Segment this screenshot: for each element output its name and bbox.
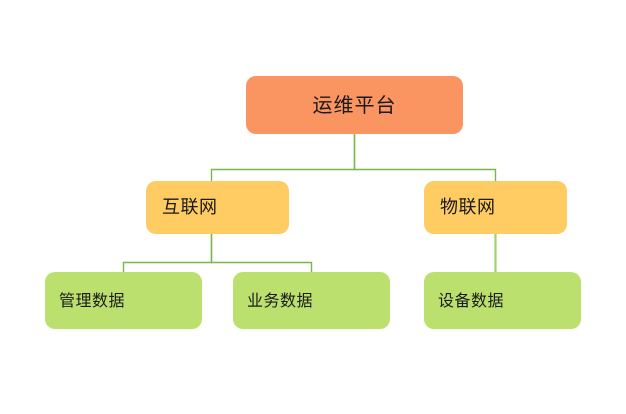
node-iot-label: 物联网 [440,196,496,218]
node-iot[interactable]: 物联网 [424,181,567,234]
edge-root-to-internet [210,134,356,181]
node-internet-label: 互联网 [162,196,218,218]
edge-root-to-iot [353,134,497,181]
node-business-data[interactable]: 业务数据 [233,272,390,329]
node-root-platform[interactable]: 运维平台 [246,76,463,134]
edge-internet-to-business-data [210,234,313,272]
node-device-data[interactable]: 设备数据 [424,272,581,329]
node-internet[interactable]: 互联网 [146,181,289,234]
node-business-data-label: 业务数据 [247,290,314,310]
node-management-data-label: 管理数据 [59,290,126,310]
node-device-data-label: 设备数据 [438,290,505,310]
edge-internet-to-management-data [122,234,213,272]
node-management-data[interactable]: 管理数据 [45,272,202,329]
node-root-platform-label: 运维平台 [312,93,397,117]
